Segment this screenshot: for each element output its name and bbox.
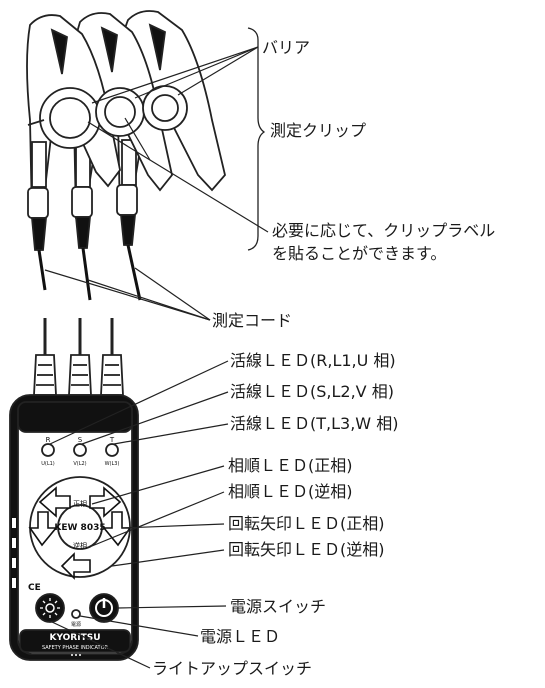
product-text: SAFETY PHASE INDICATOR [42,645,109,651]
label-led-t: 活線ＬＥＤ(T,L3,W 相) [230,414,399,433]
badge-neg: 逆相 [73,541,87,550]
badge-pos: 正相 [73,499,87,508]
phase-r-text: R [46,436,51,444]
label-led-r: 活線ＬＥＤ(R,L1,U 相) [230,351,396,370]
device-leaders [49,360,229,669]
brand-text: KYORITSU [49,633,100,643]
label-power-led: 電源ＬＥＤ [200,627,281,646]
clip-label-leaders [87,117,269,233]
clip-bracket [247,27,266,251]
barrier-leaders [91,46,259,104]
model-text: KEW 8035 [54,523,105,533]
ce-mark: CE [28,583,41,593]
label-clip-label-2: を貼ることができます。 [272,244,447,263]
label-rot-neg: 回転矢印ＬＥＤ(逆相) [228,540,385,559]
label-led-s: 活線ＬＥＤ(S,L2,V 相) [230,382,394,401]
phase-t-text: T [109,436,115,444]
phase-t-sub: W(L3) [105,461,120,467]
label-phase-pos: 相順ＬＥＤ(正相) [228,456,353,475]
phase-s-sub: V(L2) [73,461,86,467]
cord-leaders [44,267,211,321]
label-clip: 測定クリップ [270,121,367,140]
measurement-clips [26,10,226,251]
label-barrier: バリア [262,38,311,57]
label-clip-label-1: 必要に応じて、クリップラベル [272,221,496,240]
label-rot-pos: 回転矢印ＬＥＤ(正相) [228,514,385,533]
power-led-small-text: 電源 [71,621,81,628]
phase-r-sub: U(L1) [41,461,55,467]
label-phase-neg: 相順ＬＥＤ(逆相) [228,482,353,501]
phase-s-text: S [78,436,83,444]
label-power-switch: 電源スイッチ [230,597,327,616]
device-body [9,318,139,661]
label-lightup-switch: ライトアップスイッチ [152,659,313,678]
measurement-cords [37,244,142,301]
label-cord: 測定コード [212,311,293,330]
